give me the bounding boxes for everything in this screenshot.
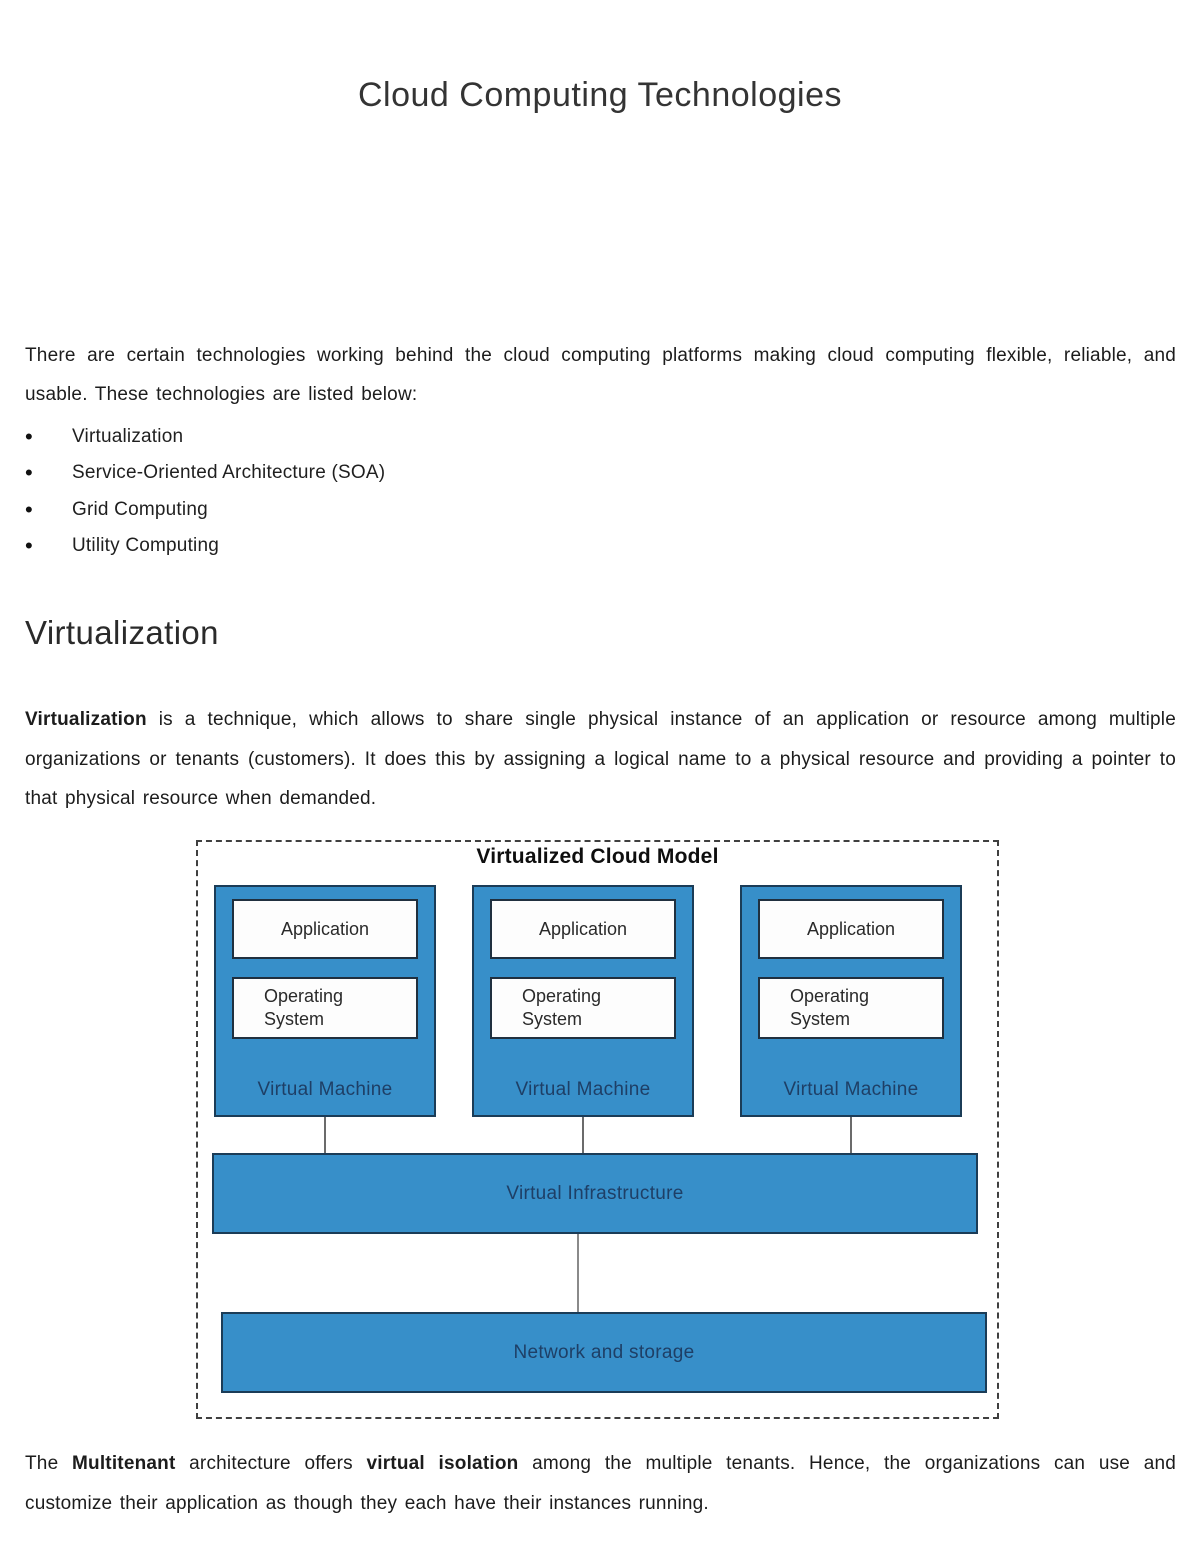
section-heading-virtualization: Virtualization bbox=[25, 614, 219, 651]
page-title: Cloud Computing Technologies bbox=[357, 76, 842, 114]
connector-line-vm2 bbox=[582, 1117, 584, 1154]
technology-list: Virtualization Service-Oriented Architec… bbox=[25, 419, 385, 565]
closing-paragraph: The Multitenant architecture offers virt… bbox=[25, 1444, 1176, 1524]
paragraph-text: is a technique, which allows to share si… bbox=[25, 709, 1176, 809]
virtualization-paragraph: Virtualization is a technique, which all… bbox=[25, 700, 1176, 819]
list-item-soa: Service-Oriented Architecture (SOA) bbox=[25, 455, 385, 492]
paragraph-text: architecture offers bbox=[175, 1453, 367, 1474]
operating-system-box: Operating System bbox=[758, 977, 944, 1039]
network-storage-label: Network and storage bbox=[513, 1341, 695, 1363]
paragraph-text: among the multiple tenants. Hence, the o… bbox=[25, 1453, 1176, 1514]
virtual-machine-box-2: Application Operating System Virtual Mac… bbox=[472, 885, 694, 1117]
connector-line-vm3 bbox=[850, 1117, 852, 1154]
bold-term-virtual-isolation: virtual isolation bbox=[366, 1453, 519, 1474]
virtualized-cloud-model-diagram: Virtualized Cloud Model Application Oper… bbox=[196, 840, 999, 1419]
list-item-virtualization: Virtualization bbox=[25, 419, 385, 456]
application-box: Application bbox=[490, 899, 676, 959]
connector-line-infrastructure-network bbox=[577, 1234, 579, 1313]
network-storage-bar: Network and storage bbox=[221, 1312, 987, 1393]
bold-term-multitenant: Multitenant bbox=[71, 1453, 176, 1474]
list-item-grid-computing: Grid Computing bbox=[25, 492, 385, 529]
virtual-machine-label: Virtual Machine bbox=[515, 1079, 651, 1100]
application-box: Application bbox=[758, 899, 944, 959]
application-box: Application bbox=[232, 899, 418, 959]
paragraph-text: The bbox=[25, 1453, 72, 1474]
operating-system-box: Operating System bbox=[232, 977, 418, 1039]
intro-paragraph: There are certain technologies working b… bbox=[25, 345, 1176, 405]
connector-line-vm1 bbox=[324, 1117, 326, 1154]
bold-term-virtualization: Virtualization bbox=[25, 709, 147, 730]
list-item-utility-computing: Utility Computing bbox=[25, 528, 385, 565]
diagram-title: Virtualized Cloud Model bbox=[476, 845, 719, 868]
virtual-machine-box-1: Application Operating System Virtual Mac… bbox=[214, 885, 436, 1117]
virtual-machine-label: Virtual Machine bbox=[257, 1079, 393, 1100]
virtual-machine-box-3: Application Operating System Virtual Mac… bbox=[740, 885, 962, 1117]
virtual-machine-label: Virtual Machine bbox=[783, 1079, 919, 1100]
operating-system-box: Operating System bbox=[490, 977, 676, 1039]
virtual-infrastructure-label: Virtual Infrastructure bbox=[506, 1182, 684, 1204]
virtual-infrastructure-bar: Virtual Infrastructure bbox=[212, 1153, 978, 1234]
